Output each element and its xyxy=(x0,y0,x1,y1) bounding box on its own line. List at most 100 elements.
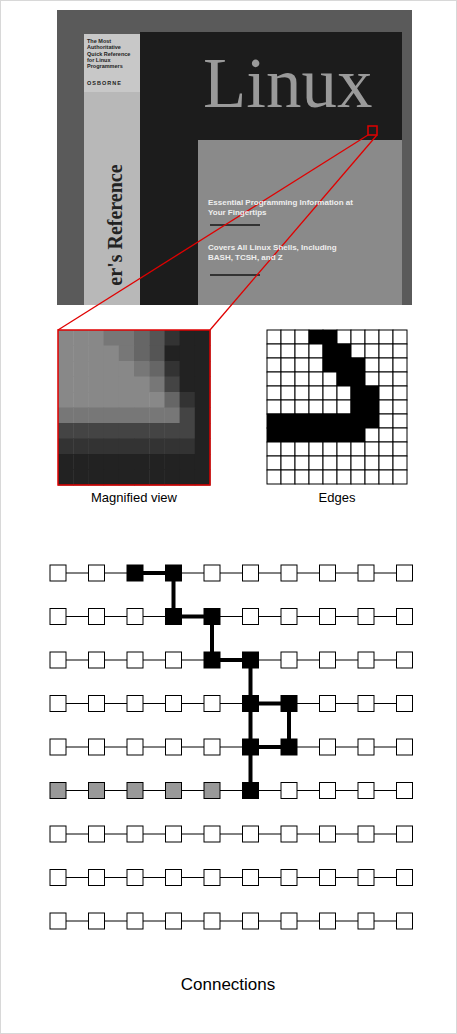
pixel-node xyxy=(320,783,336,799)
cover-text: The Most Authoritative Quick Reference f… xyxy=(87,38,137,70)
pixel xyxy=(149,361,165,377)
edge-cell xyxy=(337,358,351,372)
edge-cell xyxy=(365,442,379,456)
pixel xyxy=(88,392,104,408)
edge-cell xyxy=(295,358,309,372)
pixel xyxy=(119,423,135,439)
pixel-node xyxy=(89,696,105,712)
edge-cell xyxy=(337,428,351,442)
edge-cell xyxy=(393,330,407,344)
pixel xyxy=(164,361,180,377)
edge-cell xyxy=(309,400,323,414)
edge-cell xyxy=(365,372,379,386)
edge-cell xyxy=(393,344,407,358)
photo-background xyxy=(57,10,412,305)
pixel-node xyxy=(358,565,374,581)
pixel-node xyxy=(204,565,220,581)
spine-title: er's Reference xyxy=(103,150,127,300)
edge-cell xyxy=(379,456,393,470)
pixel-node xyxy=(50,652,66,668)
edge-cell xyxy=(351,414,365,428)
pixel-node xyxy=(89,739,105,755)
edge-cell xyxy=(267,344,281,358)
edge-cell xyxy=(267,456,281,470)
edge-cell xyxy=(379,400,393,414)
pixel xyxy=(104,470,120,486)
pixel-node xyxy=(127,739,143,755)
pixel xyxy=(164,392,180,408)
pixel-node xyxy=(204,696,220,712)
edge-cell xyxy=(295,400,309,414)
edge-cell xyxy=(295,428,309,442)
pixel xyxy=(73,377,89,393)
panel-caption: Edges xyxy=(267,490,407,506)
edge-cell xyxy=(351,386,365,400)
pixel-node xyxy=(320,652,336,668)
pixel-node xyxy=(358,826,374,842)
edge-cell xyxy=(337,470,351,484)
edge-cell xyxy=(351,344,365,358)
pixel xyxy=(134,470,150,486)
pixel-node xyxy=(358,783,374,799)
edge-cell xyxy=(337,330,351,344)
pixel-node xyxy=(127,652,143,668)
cover-text: Covers All Linux Shells, Including BASH,… xyxy=(208,243,358,262)
edge-cell xyxy=(379,470,393,484)
edge-cell xyxy=(365,414,379,428)
edge-cell xyxy=(309,358,323,372)
pixel xyxy=(180,346,196,362)
edge-cell xyxy=(281,330,295,344)
edge-cell xyxy=(379,428,393,442)
edge-cell xyxy=(351,456,365,470)
pixel xyxy=(58,330,74,346)
pixel xyxy=(164,454,180,470)
edge-cell xyxy=(309,372,323,386)
pixel xyxy=(149,439,165,455)
pixel-node xyxy=(166,783,182,799)
pixel-node xyxy=(127,913,143,929)
pixel xyxy=(195,470,211,486)
edge-cell xyxy=(393,470,407,484)
pixel-node xyxy=(397,652,413,668)
edge-cell xyxy=(337,414,351,428)
pixel xyxy=(195,330,211,346)
edge-cell xyxy=(267,400,281,414)
pixel xyxy=(134,330,150,346)
edge-cell xyxy=(337,386,351,400)
panel-caption: Magnified view xyxy=(44,490,224,506)
edge-cell xyxy=(351,358,365,372)
pixel-node xyxy=(127,826,143,842)
edge-cell xyxy=(267,428,281,442)
pixel xyxy=(164,346,180,362)
edge-grid xyxy=(267,330,407,484)
edge-cell xyxy=(295,442,309,456)
edge-cell xyxy=(365,470,379,484)
pixel-node xyxy=(204,826,220,842)
edge-cell xyxy=(281,456,295,470)
pixel xyxy=(119,470,135,486)
edge-cell xyxy=(281,386,295,400)
pixel-node xyxy=(397,826,413,842)
edge-cell xyxy=(323,358,337,372)
pixel-node xyxy=(166,913,182,929)
pixel xyxy=(104,361,120,377)
pixel xyxy=(164,423,180,439)
book-strip-top xyxy=(84,34,140,92)
edge-cell xyxy=(281,344,295,358)
pixel xyxy=(149,392,165,408)
edge-cell xyxy=(281,400,295,414)
pixel xyxy=(73,392,89,408)
edge-cell xyxy=(323,428,337,442)
pixel-node xyxy=(50,783,66,799)
edge-cell xyxy=(267,470,281,484)
pixel xyxy=(180,361,196,377)
pixel-node xyxy=(166,826,182,842)
pixel xyxy=(104,408,120,424)
pixel xyxy=(73,346,89,362)
pixel-node xyxy=(166,696,182,712)
pixel xyxy=(73,423,89,439)
edge-cell xyxy=(309,386,323,400)
edge-cell xyxy=(281,470,295,484)
edge-cell xyxy=(309,414,323,428)
